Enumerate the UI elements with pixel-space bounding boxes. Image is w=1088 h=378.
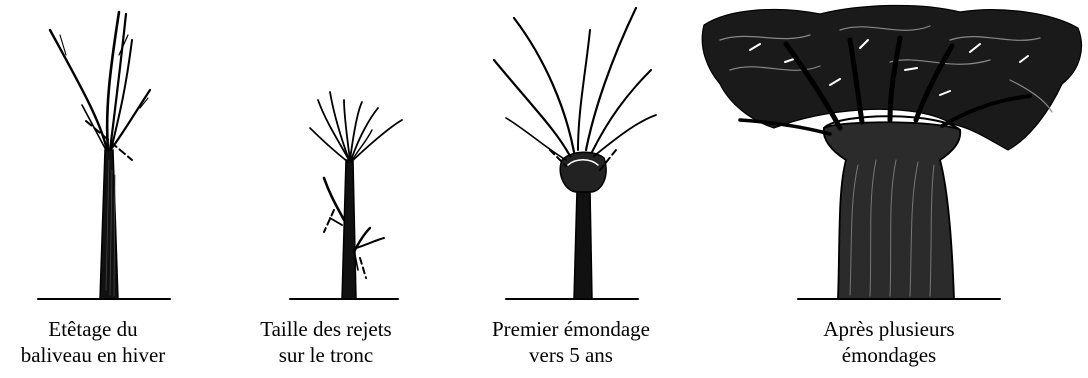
branch bbox=[592, 70, 651, 152]
crown-shoot bbox=[351, 108, 378, 160]
caption-line: Premier émondage bbox=[486, 316, 656, 342]
cut-mark bbox=[324, 210, 334, 232]
lower-shoot-left bbox=[324, 178, 344, 220]
caption-line: vers 5 ans bbox=[486, 342, 656, 368]
caption-first-pollarding: Premier émondage vers 5 ans bbox=[486, 316, 656, 368]
panel-first-pollarding: Premier émondage vers 5 ans bbox=[486, 0, 656, 378]
mature-pollard-drawing bbox=[690, 0, 1088, 310]
caption-line: baliveau en hiver bbox=[0, 342, 186, 368]
caption-mature-pollard: Après plusieurs émondages bbox=[690, 316, 1088, 368]
lower-shoot-left bbox=[330, 218, 342, 225]
branch bbox=[578, 30, 590, 150]
pollard-head bbox=[560, 152, 606, 192]
caption-topping-sapling: Etêtage du baliveau en hiver bbox=[0, 316, 186, 368]
cut-mark bbox=[360, 258, 366, 278]
shoots-pruning-drawing bbox=[238, 0, 414, 310]
caption-line: Taille des rejets bbox=[238, 316, 414, 342]
trunk bbox=[824, 122, 961, 299]
trunk bbox=[342, 160, 356, 299]
crown-shoot bbox=[350, 102, 362, 160]
branch bbox=[514, 18, 574, 152]
sapling-topping-drawing bbox=[0, 0, 186, 310]
panel-topping-sapling: Etêtage du baliveau en hiver bbox=[0, 0, 186, 378]
panel-mature-pollard: Après plusieurs émondages bbox=[690, 0, 1088, 378]
caption-line: émondages bbox=[690, 342, 1088, 368]
branch bbox=[506, 118, 566, 160]
caption-pruning-trunk-shoots: Taille des rejets sur le tronc bbox=[238, 316, 414, 368]
caption-line: Etêtage du bbox=[0, 316, 186, 342]
branch bbox=[594, 115, 656, 156]
crown-shoot bbox=[310, 128, 348, 162]
trunk bbox=[574, 190, 592, 299]
caption-line: sur le tronc bbox=[238, 342, 414, 368]
first-pollarding-drawing bbox=[486, 0, 656, 310]
caption-line: Après plusieurs bbox=[690, 316, 1088, 342]
panel-pruning-trunk-shoots: Taille des rejets sur le tronc bbox=[238, 0, 414, 378]
branch bbox=[494, 60, 570, 156]
